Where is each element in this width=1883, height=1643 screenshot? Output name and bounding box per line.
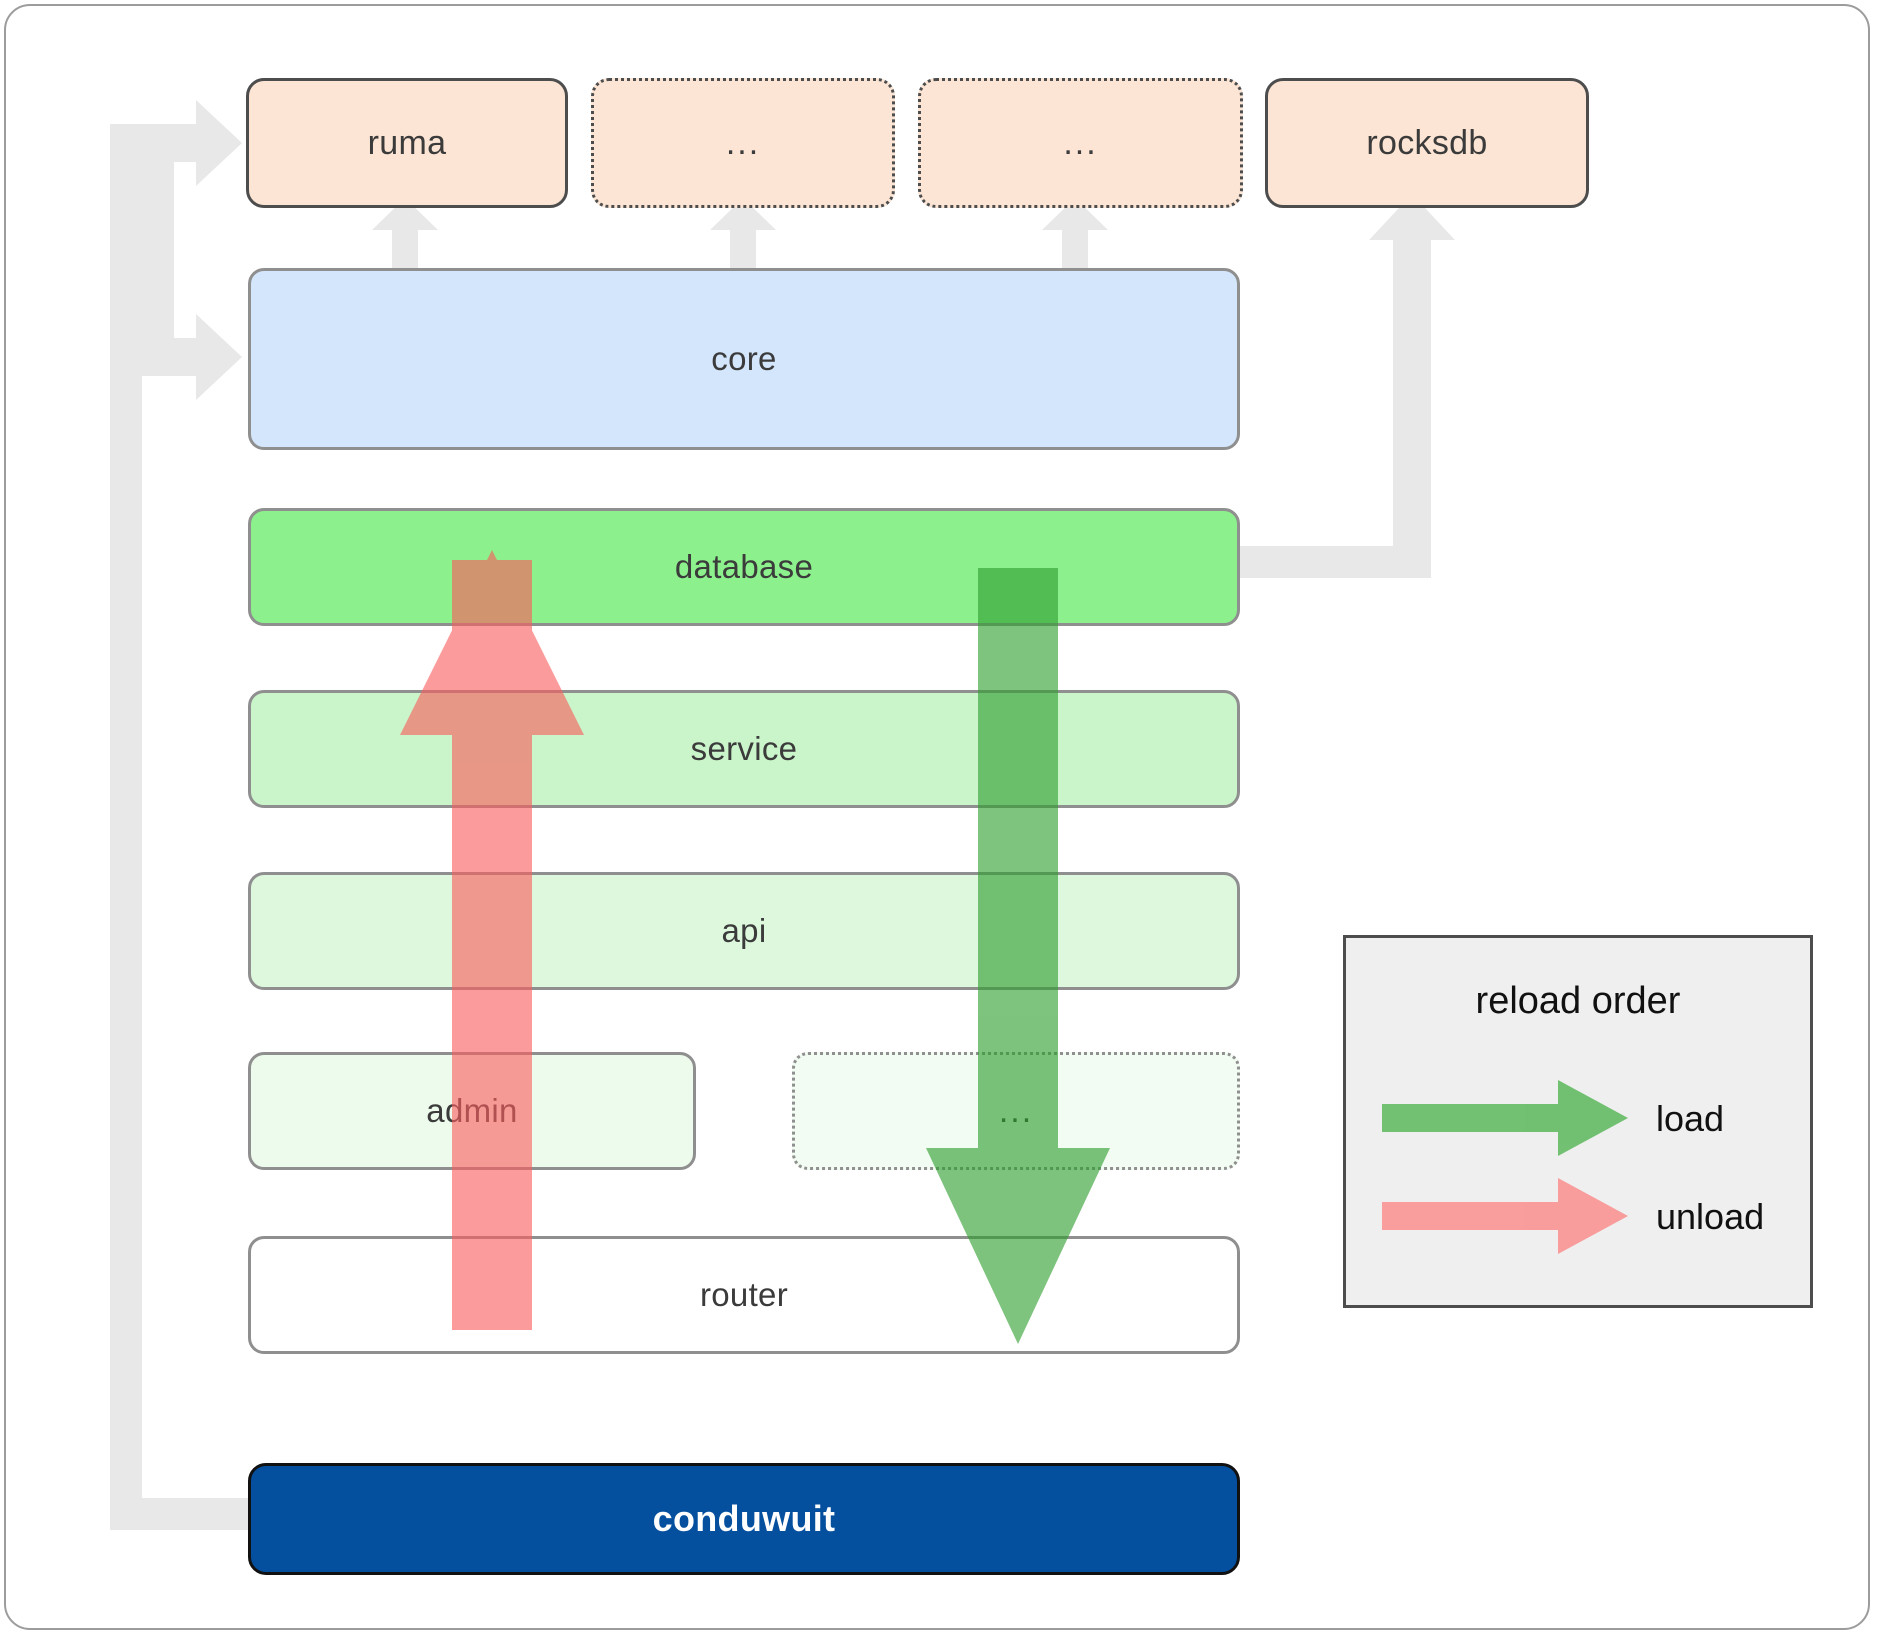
- node-dep-ellipsis-2[interactable]: ...: [918, 78, 1243, 208]
- node-rocksdb[interactable]: rocksdb: [1265, 78, 1589, 208]
- legend-load-shaft: [1382, 1104, 1562, 1132]
- node-service[interactable]: service: [248, 690, 1240, 808]
- legend-panel: reload order load unload: [1343, 935, 1813, 1308]
- legend-label-load: load: [1656, 1098, 1725, 1139]
- node-database-label: database: [674, 548, 814, 585]
- node-api[interactable]: api: [248, 872, 1240, 990]
- node-dep-ellipsis-1-label: ...: [725, 123, 761, 162]
- node-admin[interactable]: admin: [248, 1052, 696, 1170]
- diagram-outer-frame: [4, 4, 1870, 1630]
- legend-load-arrow: [1382, 1080, 1628, 1156]
- node-admin-label: admin: [426, 1092, 518, 1129]
- node-dep-ellipsis-1[interactable]: ...: [591, 78, 895, 208]
- legend-unload-head: [1550, 1178, 1628, 1254]
- node-service-label: service: [690, 730, 798, 767]
- node-layer-ellipsis-label: ...: [998, 1091, 1034, 1130]
- node-core-label: core: [711, 340, 777, 377]
- legend-unload-shaft: [1382, 1202, 1562, 1230]
- node-router-label: router: [699, 1276, 788, 1313]
- legend-title: reload order: [1475, 980, 1681, 1022]
- legend-load-head: [1550, 1080, 1628, 1156]
- legend-label-unload: unload: [1656, 1196, 1765, 1237]
- node-ruma[interactable]: ruma: [246, 78, 568, 208]
- node-layer-ellipsis[interactable]: ...: [792, 1052, 1240, 1170]
- node-ruma-label: ruma: [367, 123, 447, 162]
- node-core[interactable]: core: [248, 268, 1240, 450]
- node-api-label: api: [721, 912, 767, 949]
- node-conduwuit-label: conduwuit: [652, 1498, 836, 1539]
- node-rocksdb-label: rocksdb: [1366, 123, 1488, 162]
- node-router[interactable]: router: [248, 1236, 1240, 1354]
- node-dep-ellipsis-2-label: ...: [1063, 123, 1098, 162]
- node-database[interactable]: database: [248, 508, 1240, 626]
- legend-unload-arrow: [1382, 1178, 1628, 1254]
- node-conduwuit[interactable]: conduwuit: [248, 1463, 1240, 1575]
